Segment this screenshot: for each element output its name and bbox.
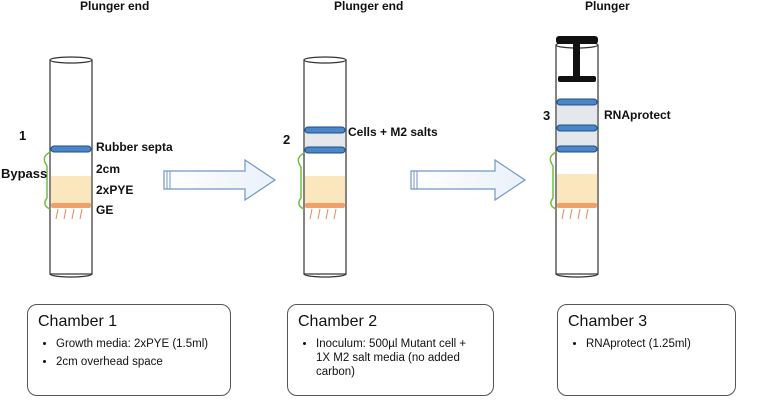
setup-diagram: Plunger end 1 Rubber septa 2cm Bypass 2x… (1, 0, 671, 278)
stage-3-barrel-bottom (555, 273, 599, 278)
stage-1-barrel-top (49, 56, 93, 64)
label-cells-m2-salts: Cells + M2 salts (348, 125, 438, 139)
stage-3-septa-top (556, 98, 598, 106)
stage-2: Plunger end 2 Cells + M2 salts (283, 0, 438, 278)
stage-1: Plunger end 1 Rubber septa 2cm Bypass 2x… (1, 0, 173, 278)
chamber-2-title: Chamber 2 (298, 313, 378, 330)
stage-3-filter (557, 203, 597, 208)
stage-2-filter-lines (309, 208, 337, 220)
arrow-2-to-3 (410, 158, 527, 202)
chamber-3-list: RNAprotect (1.25ml) (568, 337, 725, 351)
stage-2-septa-bottom (304, 146, 346, 154)
label-rnaprotect: RNAprotect (604, 108, 671, 122)
stage-1-filter-lines (55, 208, 83, 220)
stage-2-septa-top (304, 126, 346, 134)
stage-2-header: Plunger end (334, 0, 403, 13)
stage-1-media (51, 176, 91, 204)
chamber-3-bullet: RNAprotect (1.25ml) (586, 337, 725, 351)
stage-2-cell-chamber (305, 132, 345, 150)
chamber-1-list: Growth media: 2xPYE (1.5ml) 2cm overhead… (38, 337, 220, 369)
stage-2-syringe-barrel (303, 59, 347, 275)
stage-3-syringe-barrel (555, 44, 599, 275)
label-bypass: Bypass (1, 166, 47, 181)
label-rubber-septa: Rubber septa (96, 140, 173, 154)
chamber-1-bullet: Growth media: 2xPYE (1.5ml) (56, 337, 220, 351)
chamber-2-box: Chamber 2 Inoculum: 500µl Mutant cell + … (287, 304, 494, 396)
stage-3-septa-middle (556, 124, 598, 132)
stage-2-bypass (297, 152, 305, 210)
stage-3-media (557, 174, 597, 204)
chamber-1-box: Chamber 1 Growth media: 2xPYE (1.5ml) 2c… (27, 304, 231, 396)
stage-1-syringe-barrel (49, 59, 93, 275)
stage-3-number: 3 (543, 108, 550, 123)
label-ge: GE (96, 203, 113, 217)
stage-3-septa-bottom (556, 145, 598, 153)
label-2xpye: 2xPYE (96, 183, 133, 197)
stage-3-bypass (549, 151, 557, 210)
stage-1-rubber-septa (50, 145, 92, 153)
stage-2-number: 2 (283, 132, 290, 147)
stage-2-barrel-top (303, 56, 347, 64)
label-2cm: 2cm (96, 162, 120, 176)
stage-3-header: Plunger (585, 0, 630, 13)
stage-1-number: 1 (19, 128, 26, 143)
stage-1-header: Plunger end (80, 0, 149, 13)
stage-3: Plunger 3 RNAprotect (543, 0, 671, 278)
stage-1-bypass (43, 151, 51, 210)
chamber-1-title: Chamber 1 (38, 313, 118, 330)
stage-2-barrel-bottom (303, 273, 347, 278)
stage-2-media (305, 176, 345, 204)
chamber-2-list: Inoculum: 500µl Mutant cell + 1X M2 salt… (298, 337, 483, 379)
chamber-3-title: Chamber 3 (568, 313, 648, 330)
arrow-1-to-2 (163, 158, 277, 202)
stage-1-barrel-bottom (49, 273, 93, 278)
chamber-2-bullet: Inoculum: 500µl Mutant cell + 1X M2 salt… (316, 337, 483, 379)
stage-3-filter-lines (561, 208, 589, 220)
chamber-3-box: Chamber 3 RNAprotect (1.25ml) (557, 304, 736, 396)
stage-1-ge-filter (51, 203, 91, 208)
stage-3-plunger (556, 36, 598, 82)
stage-2-filter (305, 203, 345, 208)
chamber-1-bullet: 2cm overhead space (56, 355, 220, 369)
